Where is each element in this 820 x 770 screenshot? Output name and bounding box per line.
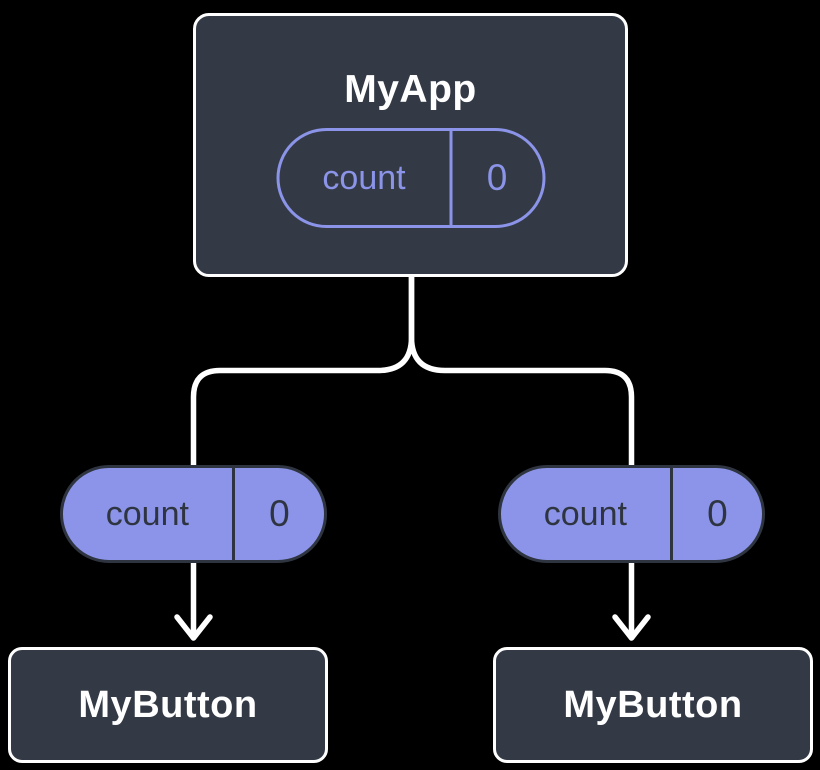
- prop-pill-left: count 0: [60, 465, 327, 563]
- prop-pill-left-name: count: [63, 468, 235, 560]
- connector-arrow-left-head: [174, 614, 213, 641]
- state-pill-name: count: [279, 131, 453, 225]
- state-pill: count 0: [276, 128, 545, 228]
- app-node: MyApp count 0: [193, 13, 628, 277]
- prop-pill-right-name: count: [501, 468, 673, 560]
- app-node-title: MyApp: [344, 68, 477, 111]
- connector-fork-left: [190, 274, 415, 518]
- connector-arrow-right-head: [612, 614, 651, 641]
- connector-fork-right: [408, 274, 635, 518]
- prop-pill-left-value: 0: [269, 493, 290, 534]
- state-pill-value: 0: [486, 157, 508, 198]
- button-node-left: MyButton: [8, 647, 328, 763]
- prop-pill-right-value: 0: [707, 493, 728, 534]
- button-node-right: MyButton: [493, 647, 813, 763]
- prop-pill-right: count 0: [498, 465, 765, 563]
